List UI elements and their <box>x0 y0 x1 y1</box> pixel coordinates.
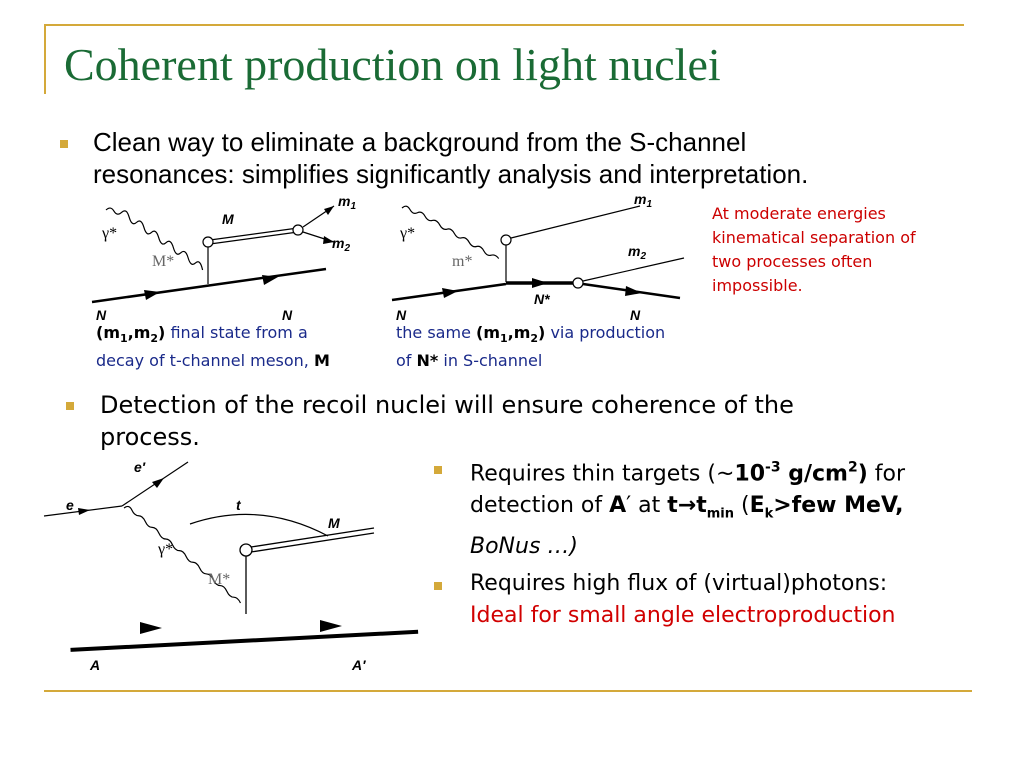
electron-in-arrow-icon <box>78 508 90 515</box>
label-m1: m1 <box>634 192 652 210</box>
label-M: M <box>328 515 340 531</box>
m1-line <box>510 205 641 239</box>
label-gamma: γ* <box>101 225 117 242</box>
meson-line-b <box>250 532 375 553</box>
label-m2: m2 <box>332 235 350 254</box>
label-N-left: N <box>396 307 407 323</box>
bullet-1-line-1: Clean way to eliminate a background from… <box>93 127 747 157</box>
vertex-circle <box>239 543 253 557</box>
label-M: M <box>222 211 234 227</box>
bullet-4-line-1: Requires high flux of (virtual)photons: <box>470 571 888 596</box>
feynman-diagram-electroproduction: e′ e t M γ* M* A A′ <box>43 459 419 673</box>
label-gamma: γ* <box>399 225 415 242</box>
nucleon-arrow-right-icon <box>262 275 278 285</box>
photon-line <box>123 505 242 604</box>
bullet-2-line-2: process. <box>100 423 200 451</box>
note-line-4: impossible. <box>712 276 803 295</box>
bullet-4-text: Requires high flux of (virtual)photons: … <box>470 568 896 632</box>
label-mstar: m* <box>452 253 472 270</box>
note-line-1: At moderate energies <box>712 204 886 223</box>
label-gamma: γ* <box>157 541 173 558</box>
photon-line <box>105 207 204 271</box>
bullet-4-line-2: Ideal for small angle electroproduction <box>470 603 896 628</box>
bottom-border-line <box>44 690 972 692</box>
bullet-3-line-3: BoNus …) <box>470 533 578 559</box>
vertex-circle <box>500 234 512 246</box>
nucleon-line <box>91 267 327 304</box>
meson-line-a <box>209 227 299 241</box>
label-eprime: e′ <box>134 459 146 475</box>
bullet-3-text: Requires thin targets (~10-3 g/cm2) for … <box>470 452 905 563</box>
bullet-marker-icon <box>434 466 442 474</box>
nucleon-arrow-right-icon <box>625 286 642 296</box>
m2-line <box>582 257 685 282</box>
nucleon-arrow-left-icon <box>144 290 160 300</box>
label-t: t <box>236 497 242 513</box>
left-border-line <box>44 24 46 94</box>
m1-arrow-icon <box>324 206 334 215</box>
caption-t-channel: (m1,m2) final state from a decay of t-ch… <box>96 323 330 371</box>
nucleon-arrow-left-icon <box>442 288 458 298</box>
bullet-marker-icon <box>434 582 442 590</box>
label-Mstar: M* <box>208 571 230 588</box>
photon-line <box>401 205 500 259</box>
meson-line-b <box>209 231 299 245</box>
vertex-circle <box>202 236 214 248</box>
feynman-diagram-t-channel: m1 m2 M γ* M* N N <box>91 193 356 323</box>
label-A: A <box>89 657 100 673</box>
note-text: At moderate energies kinematical separat… <box>712 202 916 298</box>
label-N-left: N <box>96 307 107 323</box>
label-Aprime: A′ <box>351 657 366 673</box>
bullet-marker-icon <box>60 140 68 148</box>
label-N-right: N <box>630 307 641 323</box>
top-border-line <box>44 24 964 26</box>
note-line-3: two processes often <box>712 252 873 271</box>
slide-title: Coherent production on light nuclei <box>64 39 721 90</box>
bullet-2-line-1: Detection of the recoil nuclei will ensu… <box>100 391 794 419</box>
label-Mstar: M* <box>152 253 174 270</box>
bullet-2-text: Detection of the recoil nuclei will ensu… <box>100 389 794 453</box>
nucleus-arrow-right-icon <box>320 620 342 632</box>
bullet-1-line-2: resonances: simplifies significantly ana… <box>93 159 809 189</box>
nstar-vertex-circle <box>572 277 584 289</box>
t-arc <box>189 513 329 537</box>
feynman-diagram-s-channel: m1 m2 γ* m* N* N N <box>391 192 685 323</box>
label-N-right: N <box>282 307 293 323</box>
nucleus-arrow-left-icon <box>140 622 162 634</box>
nucleus-line <box>70 629 419 652</box>
label-e: e <box>66 497 74 513</box>
m2-arrow-icon <box>323 236 334 244</box>
label-m1: m1 <box>338 193 356 212</box>
bullet-3-line-2: detection of A′ at t→tmin (Ek>few MeV, <box>470 493 904 522</box>
caption-s-channel: the same (m1,m2) via production of N* in… <box>396 323 666 371</box>
decay-vertex-circle <box>292 224 304 236</box>
bullet-3-line-1: Requires thin targets (~10-3 g/cm2) for <box>470 460 906 487</box>
label-Nstar: N* <box>534 291 550 307</box>
electron-out-arrow-icon <box>152 478 164 488</box>
note-line-2: kinematical separation of <box>712 228 916 247</box>
meson-line-a <box>250 527 375 548</box>
bullet-marker-icon <box>66 402 74 410</box>
nstar-arrow-icon <box>532 278 548 288</box>
label-m2: m2 <box>628 243 646 262</box>
bullet-1-text: Clean way to eliminate a background from… <box>93 126 808 190</box>
